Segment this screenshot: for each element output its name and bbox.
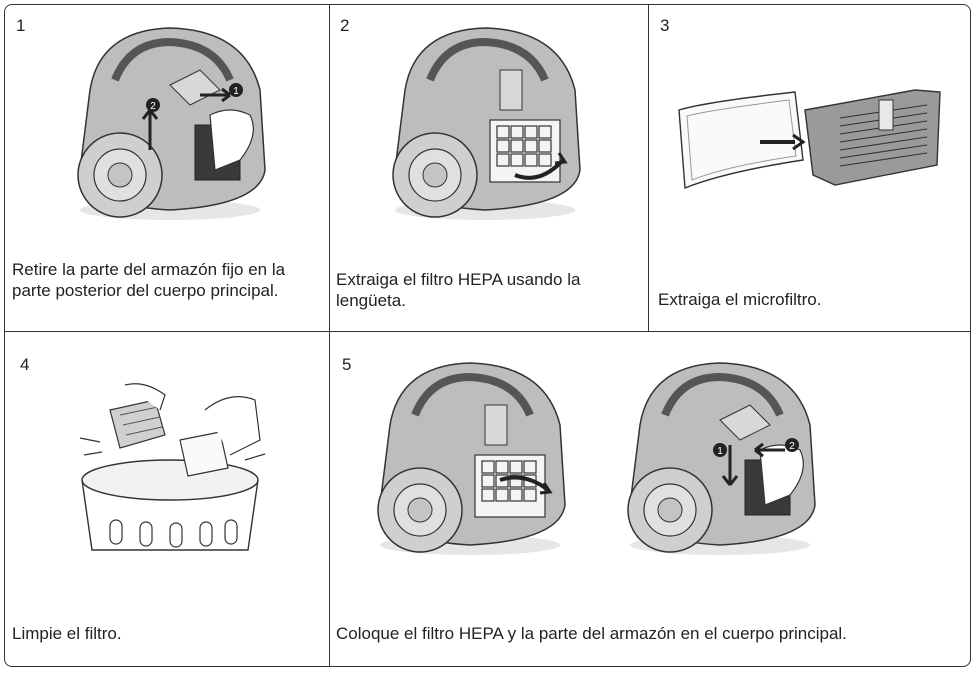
- divider-4-5: [329, 331, 330, 666]
- svg-text:2: 2: [150, 101, 156, 112]
- divider-2-3: [648, 5, 649, 331]
- step-2-number: 2: [340, 16, 350, 35]
- step-5-vacuum-illustration-a: [360, 355, 580, 560]
- step-4-caption: Limpie el filtro.: [12, 624, 122, 643]
- step-5-vacuum-illustration-b: 1 2: [610, 355, 830, 560]
- step-3-number: 3: [660, 16, 670, 35]
- step-2-vacuum-illustration: [375, 20, 595, 225]
- svg-text:2: 2: [789, 441, 795, 452]
- step-5-number: 5: [342, 355, 352, 374]
- step-3-microfilter-illustration: [665, 80, 955, 195]
- step-4-number: 4: [20, 355, 30, 374]
- step-4-cleaning-illustration: [70, 380, 270, 552]
- step-5-caption: Coloque el filtro HEPA y la parte del ar…: [336, 624, 847, 643]
- divider-row: [5, 331, 970, 332]
- svg-text:1: 1: [233, 86, 239, 97]
- svg-text:1: 1: [717, 446, 723, 457]
- instruction-frame: [4, 4, 971, 667]
- divider-1-2: [329, 5, 330, 331]
- step-1-number: 1: [16, 16, 26, 35]
- step-3-caption: Extraiga el microfiltro.: [658, 290, 822, 309]
- step-2-caption: Extraiga el filtro HEPA usando la lengüe…: [336, 270, 581, 310]
- step-1-vacuum-illustration: 2 1: [60, 20, 280, 225]
- step-1-caption: Retire la parte del armazón fijo en la p…: [12, 260, 286, 300]
